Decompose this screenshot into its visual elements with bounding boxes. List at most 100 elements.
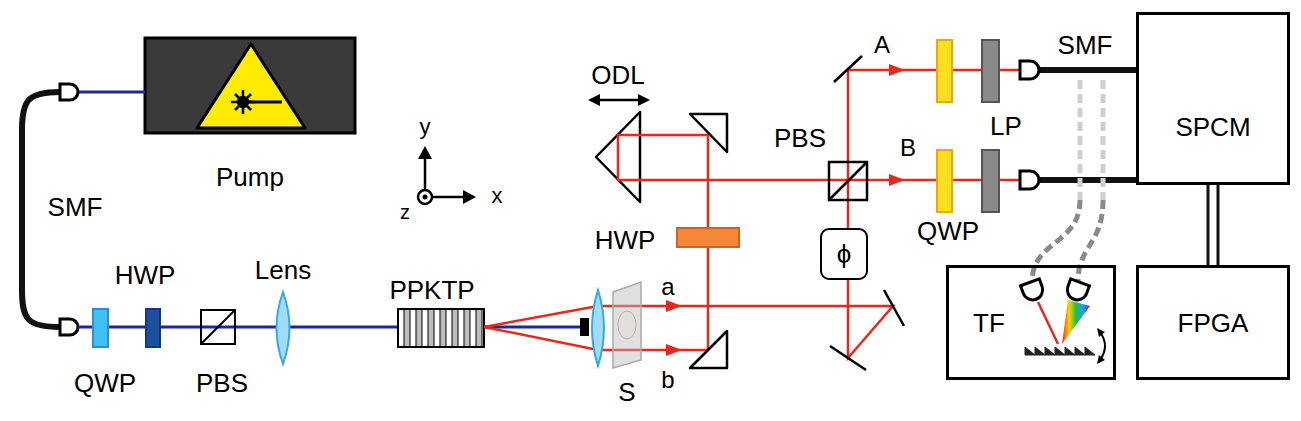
part-label: QWP (917, 218, 979, 244)
part-label: LP (990, 113, 1022, 139)
poling-stripe (404, 309, 410, 347)
axis-out-of-plane (418, 190, 432, 204)
part-label: HWP (115, 262, 176, 288)
laser-housing (145, 38, 355, 133)
linear-polarizer (982, 150, 999, 212)
node-label: Pump (216, 164, 284, 190)
part-label: HWP (595, 227, 656, 253)
beam-path-a (598, 70, 1020, 358)
part-label: PBS (196, 370, 248, 396)
delay-line-arrow (596, 99, 642, 102)
input-ray (1038, 302, 1058, 344)
poling-stripes (404, 309, 482, 347)
prism-mirror (690, 114, 727, 152)
focusing-lens (277, 292, 290, 364)
poling-stripe (428, 309, 434, 347)
optional-fiber (1101, 80, 1106, 200)
beam-splitter-diagonal (201, 310, 235, 344)
laser-star-ray (235, 94, 251, 110)
detector-fiber (1038, 67, 1137, 73)
collimating-lens (592, 290, 604, 366)
part-label: S (618, 379, 635, 405)
bus-outer-line (1207, 185, 1220, 265)
poling-stripe (440, 309, 446, 347)
optional-fiber (1078, 200, 1103, 282)
pump-output-fiber (78, 91, 145, 94)
axis-label: y (420, 116, 431, 138)
beam-arrowhead (666, 300, 682, 312)
axis-arrowhead (463, 190, 476, 204)
laser-star-ray (235, 94, 251, 110)
flat-mirror (884, 290, 904, 326)
poling-stripe (452, 309, 458, 347)
flat-mirror (834, 56, 862, 82)
detector-fiber (1038, 177, 1137, 183)
beam-arrowhead (889, 174, 905, 186)
crystal-outline (398, 309, 484, 347)
part-label: Lens (255, 257, 311, 283)
plate-window (618, 311, 636, 339)
fiber-coupler (1021, 279, 1046, 303)
diffraction-grating (1025, 347, 1095, 355)
part-label: PBS (774, 125, 826, 151)
fiber-coupler (1020, 171, 1039, 189)
phase-shifter: ϕ (820, 228, 868, 280)
fiber-label: SMF (48, 194, 103, 220)
node-label: TF (973, 310, 1005, 336)
diffracted-spectrum (1062, 300, 1090, 344)
part-label: QWP (74, 370, 136, 396)
polarizing-beam-splitter (829, 162, 867, 200)
axis-label: x (492, 185, 503, 207)
beam-arrowhead (666, 344, 682, 356)
rotation-arrow (1100, 332, 1105, 360)
fiber-coupler (1064, 279, 1089, 303)
detector-module: SPCM (1136, 12, 1290, 185)
node-label: SPCM (1175, 114, 1250, 140)
quarter-wave-plate (937, 40, 952, 102)
rotation-arrowhead (1097, 355, 1105, 364)
beam-arrowhead (889, 64, 905, 76)
beam-label: b (661, 368, 674, 392)
half-wave-plate (677, 228, 739, 247)
axis-line (433, 196, 466, 199)
tunable-filter: TF (946, 265, 1116, 380)
sample-plate (613, 282, 641, 368)
fiber-coupler (1020, 61, 1039, 79)
flat-mirror (830, 346, 866, 370)
laser-symbol (231, 90, 282, 114)
polarizing-beam-splitter (201, 310, 235, 344)
laser-warning-triangle (197, 44, 305, 128)
fiber-coupler (60, 319, 78, 335)
bus-inner-gap (1210, 185, 1217, 265)
optional-fiber (1032, 200, 1080, 282)
axis-arrowhead (418, 146, 432, 159)
quarter-wave-plate (93, 309, 108, 347)
rotation-arrowhead (1097, 328, 1105, 337)
linear-polarizer (982, 40, 999, 102)
axis-label: z (400, 202, 410, 222)
part-label: PPKTP (389, 277, 474, 303)
poling-stripe (464, 309, 470, 347)
optional-fiber (1078, 80, 1083, 200)
node-label: FPGA (1178, 310, 1249, 336)
fiber-coupler (60, 84, 78, 100)
laser-source: Pump (145, 38, 355, 190)
node-label: ϕ (837, 241, 852, 267)
arm-label: A (874, 33, 890, 57)
prism-mirror (690, 331, 727, 368)
beam-arrows (666, 64, 905, 356)
delay-arrowhead (638, 94, 650, 106)
beam-path-b (598, 135, 1020, 350)
data-bus-connector (1213, 185, 1214, 265)
delay-arrowhead (588, 94, 600, 106)
beam-stop (580, 318, 589, 336)
arm-label: B (900, 136, 916, 160)
fiber-label: SMF (1058, 32, 1113, 58)
beam-splitter-diagonal (829, 162, 867, 200)
part-label: ODL (591, 62, 644, 88)
axis-dot (423, 195, 428, 200)
half-wave-plate (146, 309, 160, 347)
poling-stripe (476, 309, 482, 347)
